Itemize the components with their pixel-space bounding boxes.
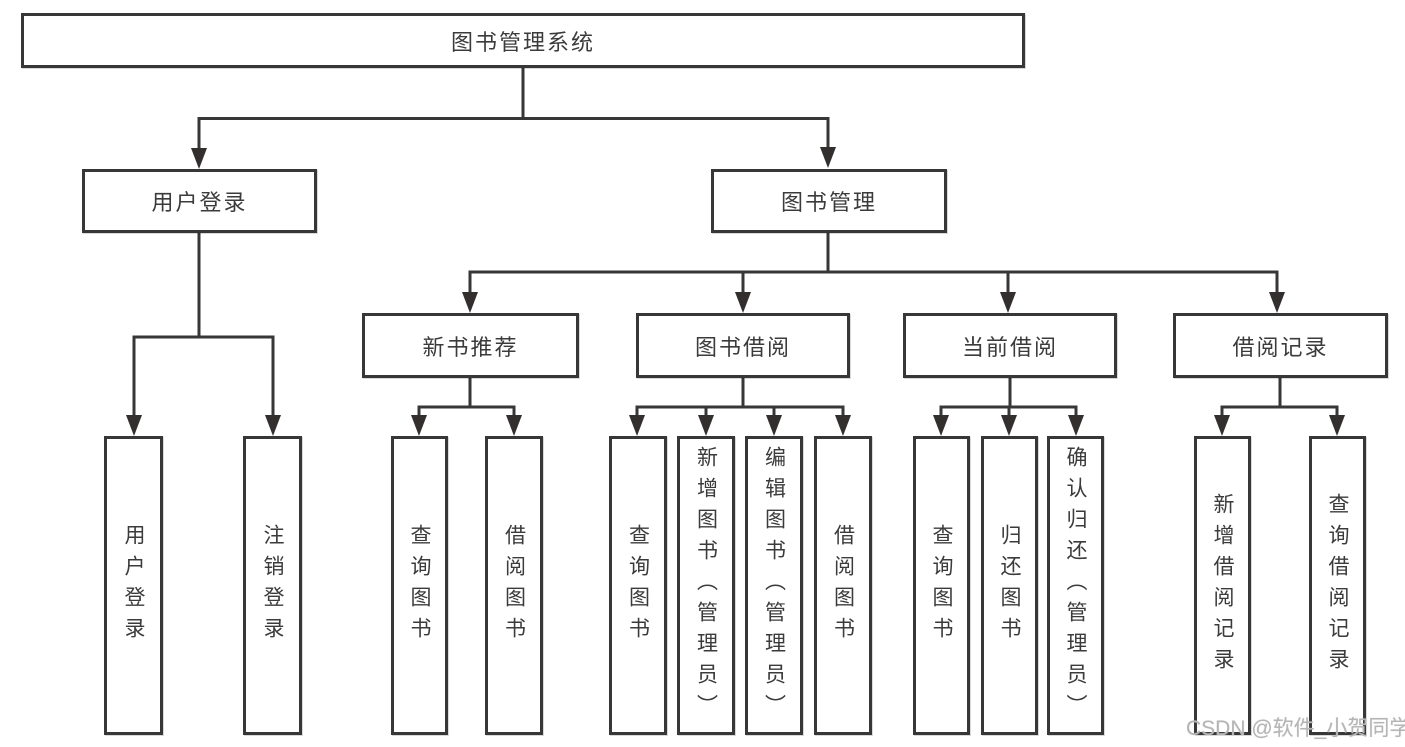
leaf-br-query-record: 查询借阅记录 [1309, 436, 1366, 735]
leaf-logout: 注销登录 [243, 436, 302, 735]
leaf-bb-edit-books-admin: 编辑图书（管理员） [745, 436, 803, 735]
leaf-nb-borrow-books: 借阅图书 [485, 436, 543, 735]
leaf-bb-query-books: 查询图书 [609, 436, 667, 735]
leaf-br-add-record: 新增借阅记录 [1194, 436, 1251, 735]
node-borrow-record: 借阅记录 [1173, 313, 1388, 378]
node-new-book-recommend: 新书推荐 [362, 313, 579, 378]
leaf-cb-query-books: 查询图书 [913, 436, 970, 735]
csdn-watermark: CSDN @软件_小贺同学 [1186, 717, 1405, 740]
leaf-nb-query-books: 查询图书 [391, 436, 448, 735]
leaf-bb-borrow-books: 借阅图书 [814, 436, 872, 735]
node-book-management: 图书管理 [711, 169, 947, 233]
leaf-cb-confirm-return-admin: 确认归还（管理员） [1047, 436, 1104, 735]
leaf-user-login: 用户登录 [104, 436, 163, 735]
leaf-bb-add-books-admin: 新增图书（管理员） [677, 436, 735, 735]
node-root-system: 图书管理系统 [21, 13, 1025, 68]
node-user-login: 用户登录 [82, 169, 317, 233]
node-current-borrow: 当前借阅 [903, 313, 1117, 378]
node-book-borrow: 图书借阅 [636, 313, 850, 378]
leaf-cb-return-books: 归还图书 [981, 436, 1038, 735]
